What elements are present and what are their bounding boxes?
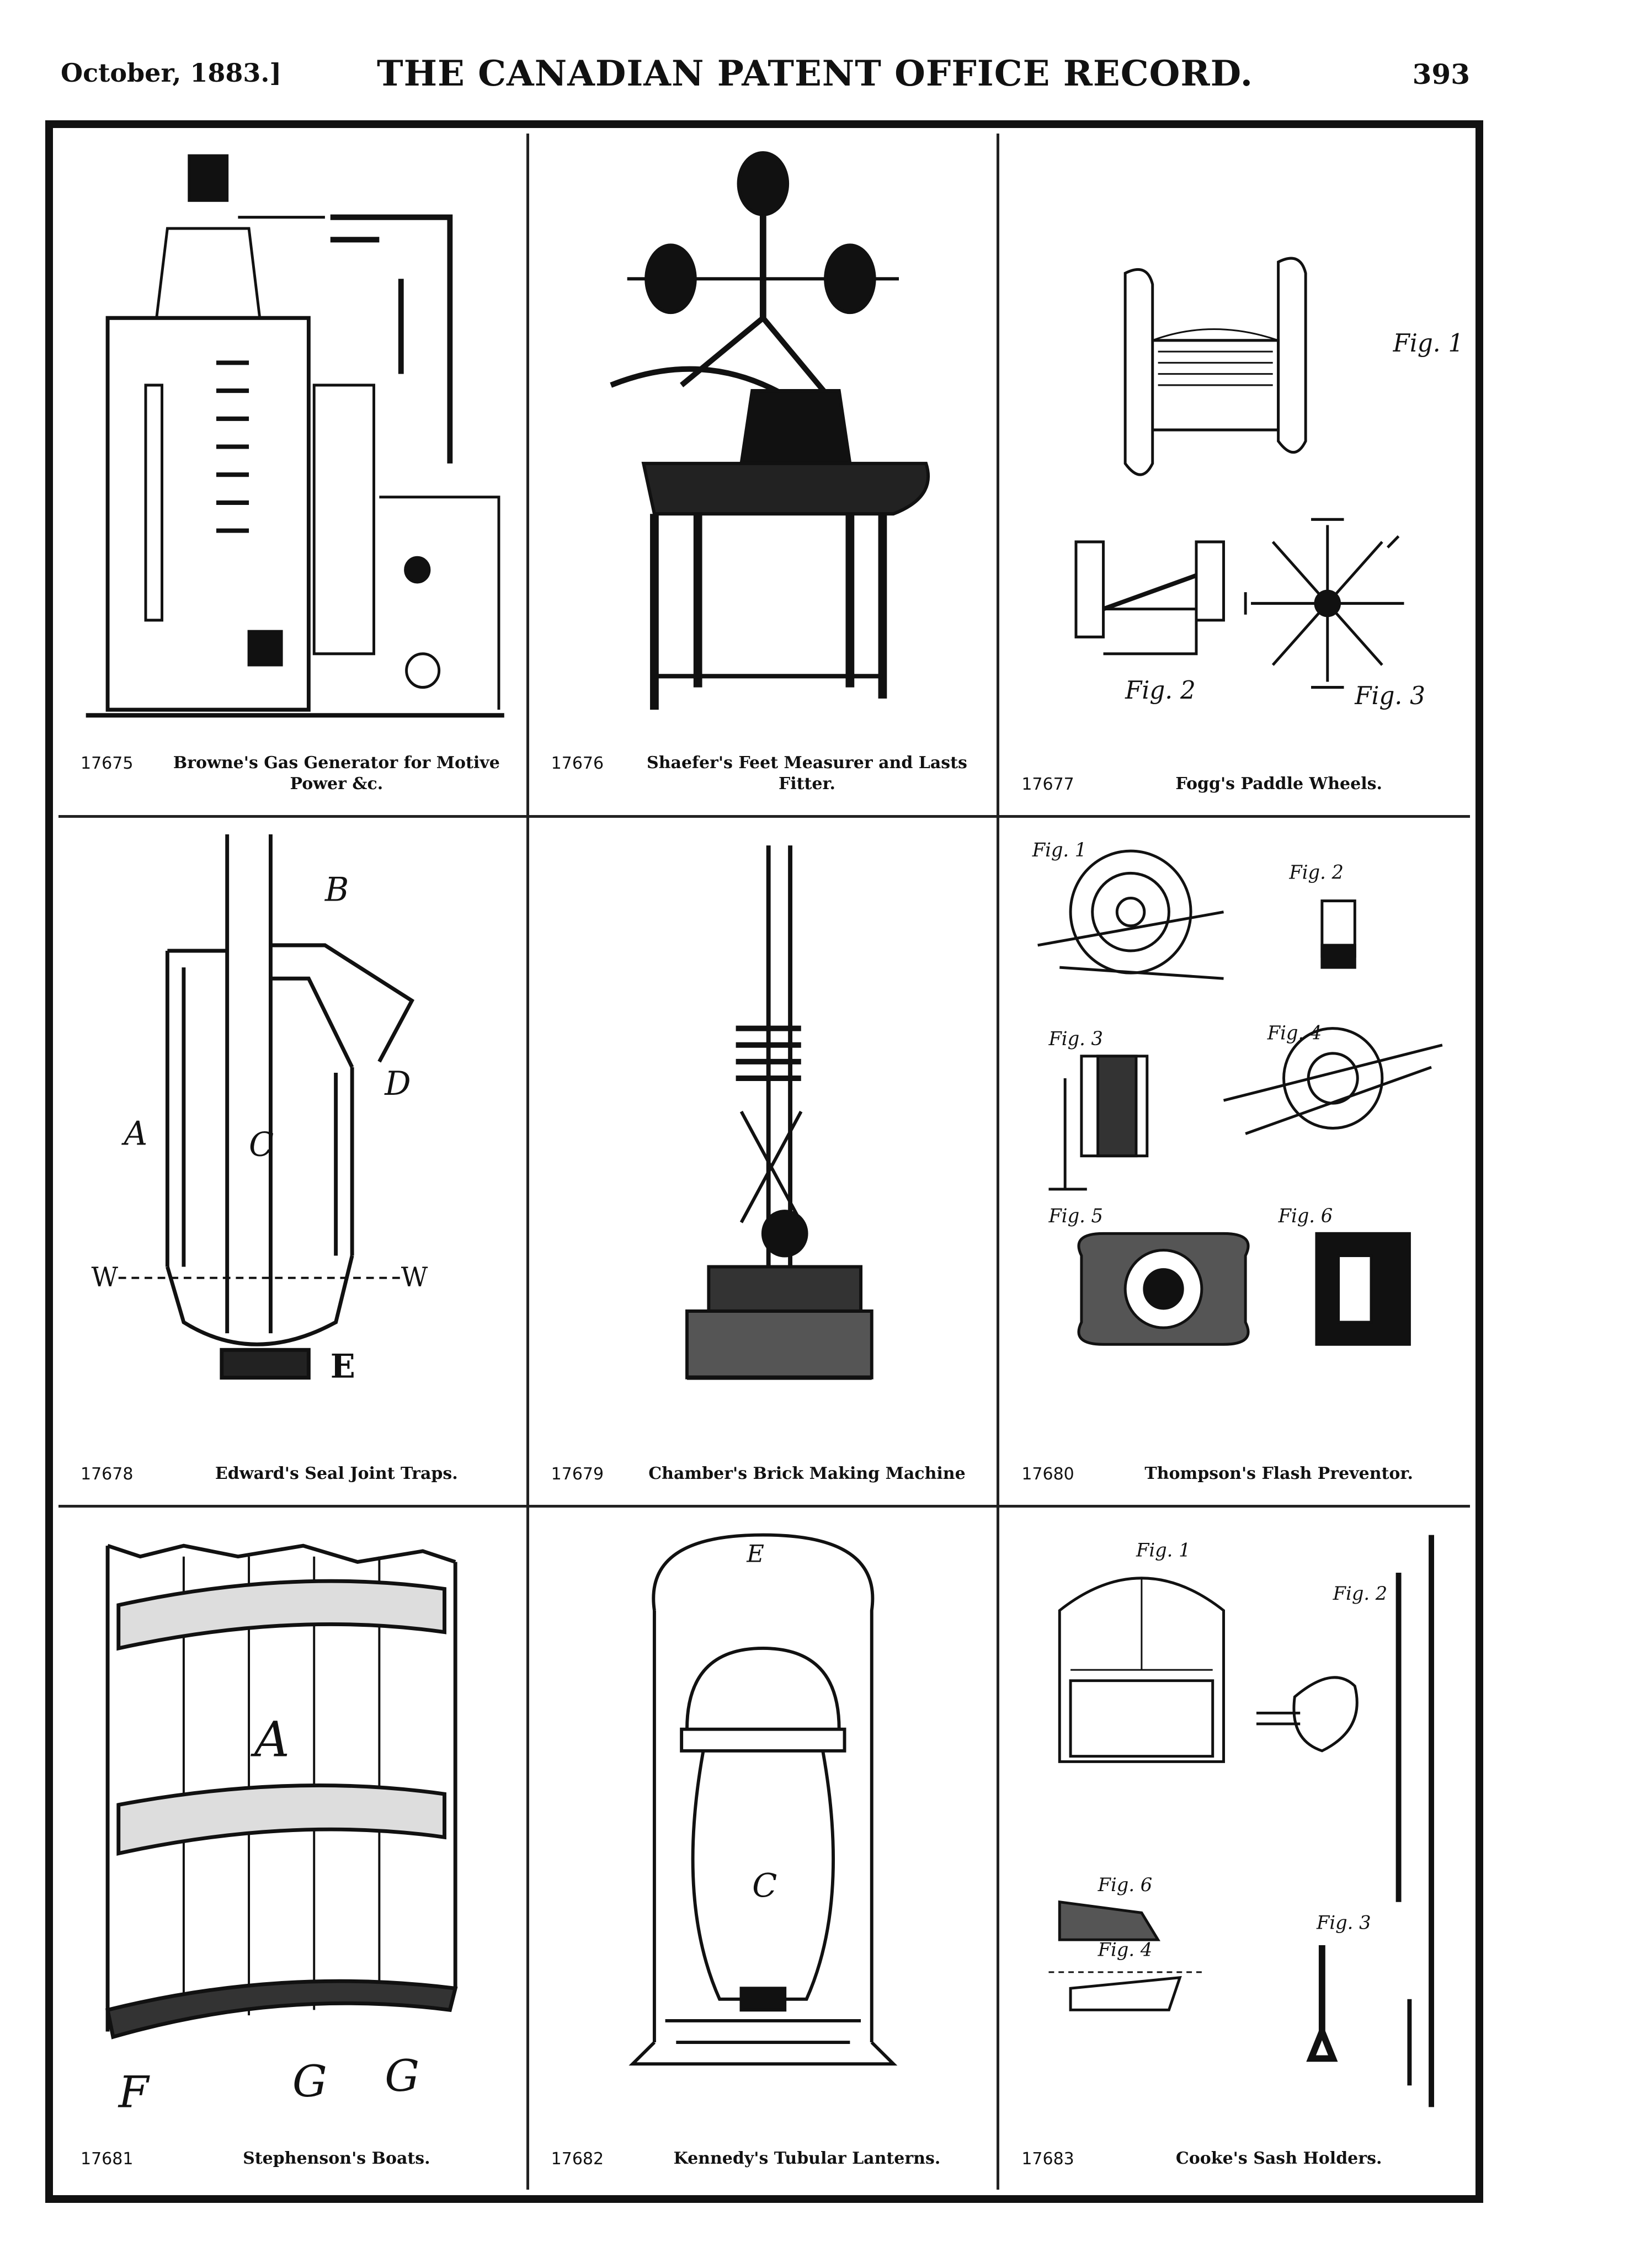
label-g-2: G [385,2051,419,2101]
paddle-wheels-illustration: Fig. 1 Fig. 2 Fig. 3 [1016,150,1464,743]
fig-3-label: Fig. 3 [1355,682,1426,711]
label-d: D [384,1065,411,1104]
patent-number: 17682 [551,2149,604,2169]
label-e: E [331,1347,355,1386]
patent-title: Shaefer's Feet Measurer and Lasts Fitter… [647,753,967,794]
patent-title: Cooke's Sash Holders. [1175,2148,1382,2168]
label-c: C [249,1126,274,1164]
fig-2-label: Fig. 2 [1333,1583,1388,1604]
patent-number: 17677 [1021,774,1074,794]
flash-preventor-illustration: Fig. 1 Fig. 2 Fig. 3 Fig. 4 Fig. 5 Fig. … [1016,834,1453,1433]
fig-1-label: Fig. 1 [1393,329,1464,358]
patent-number: 17676 [551,754,604,773]
patent-cell-17676: 17676 Shaefer's Feet Measurer and Lasts … [529,134,1000,818]
patent-cell-17677: Fig. 1 Fig. 2 Fig. 3 17677 Fogg's Paddle… [999,134,1470,818]
fig-4-label: Fig. 4 [1267,1022,1322,1044]
patent-number: 17683 [1021,2149,1074,2169]
label-a: A [121,1115,148,1153]
patent-title: Browne's Gas Generator for Motive Power … [173,753,500,794]
fig-3-label: Fig. 3 [1048,1028,1104,1050]
feet-measurer-illustration [546,150,981,743]
fig-4-label: Fig. 4 [1098,1939,1153,1961]
tubular-lantern-illustration: E C [546,1524,981,2118]
patent-cell-17679: 17679 Chamber's Brick Making Machine [529,818,1000,1508]
patent-title: Chamber's Brick Making Machine [648,1463,966,1483]
brick-machine-illustration [546,834,981,1433]
patent-title: Fogg's Paddle Wheels. [1175,774,1382,794]
patent-number: 17681 [81,2149,134,2169]
label-w-right: W [401,1262,428,1293]
fig-3-label: Fig. 3 [1316,1912,1371,1934]
label-b: B [324,871,349,909]
patent-title: Stephenson's Boats. [243,2148,430,2168]
patent-number: 17680 [1021,1464,1074,1484]
label-c: C [752,1866,777,1904]
patent-cell-17681: A F G G 17681 Stephenson's Boats. [58,1508,529,2190]
label-f: F [118,2067,150,2118]
plate-frame: 17675 Browne's Gas Generator for Motive … [45,120,1483,2203]
header-date: October, 1883.] [61,58,282,88]
fig-1-label: Fig. 1 [1032,839,1087,861]
fig-1-label: Fig. 1 [1136,1540,1191,1561]
label-e: E [746,1541,764,1568]
patent-title: Edward's Seal Joint Traps. [215,1463,458,1483]
fig-6-label: Fig. 6 [1278,1205,1333,1227]
patent-number: 17678 [81,1464,134,1484]
label-a: A [251,1711,290,1768]
gas-generator-illustration [75,150,510,743]
patent-cell-17682: E C 17682 Kennedy's Tubular Lanterns. [529,1508,1000,2190]
fig-6-label: Fig. 6 [1098,1874,1153,1896]
label-g-1: G [292,2056,327,2107]
patent-title: Thompson's Flash Preventor. [1144,1463,1413,1483]
page-title: THE CANADIAN PATENT OFFICE RECORD. [376,53,1254,94]
seal-joint-trap-illustration: B D A C W W E [75,834,510,1433]
patent-grid: 17675 Browne's Gas Generator for Motive … [58,134,1470,2190]
fig-2-label: Fig. 2 [1289,861,1344,883]
patent-cell-17683: Fig. 1 Fig. 2 Fig. 3 Fig. 4 Fig. 6 17683… [999,1508,1470,2190]
fig-5-label: Fig. 5 [1048,1205,1104,1227]
patent-number: 17679 [551,1464,604,1484]
sash-holder-illustration: Fig. 1 Fig. 2 Fig. 3 Fig. 4 Fig. 6 [1016,1524,1453,2118]
boats-illustration: A F G G [75,1524,510,2118]
patent-title: Kennedy's Tubular Lanterns. [673,2148,941,2168]
patent-cell-17680: Fig. 1 Fig. 2 Fig. 3 Fig. 4 Fig. 5 Fig. … [999,818,1470,1508]
fig-2-label: Fig. 2 [1125,676,1196,705]
page-number: 393 [1412,58,1470,90]
patent-cell-17678: B D A C W W E 17678 Edward's Seal Joint … [58,818,529,1508]
label-w-left: W [92,1262,119,1293]
patent-number: 17675 [81,754,134,773]
patent-cell-17675: 17675 Browne's Gas Generator for Motive … [58,134,529,818]
